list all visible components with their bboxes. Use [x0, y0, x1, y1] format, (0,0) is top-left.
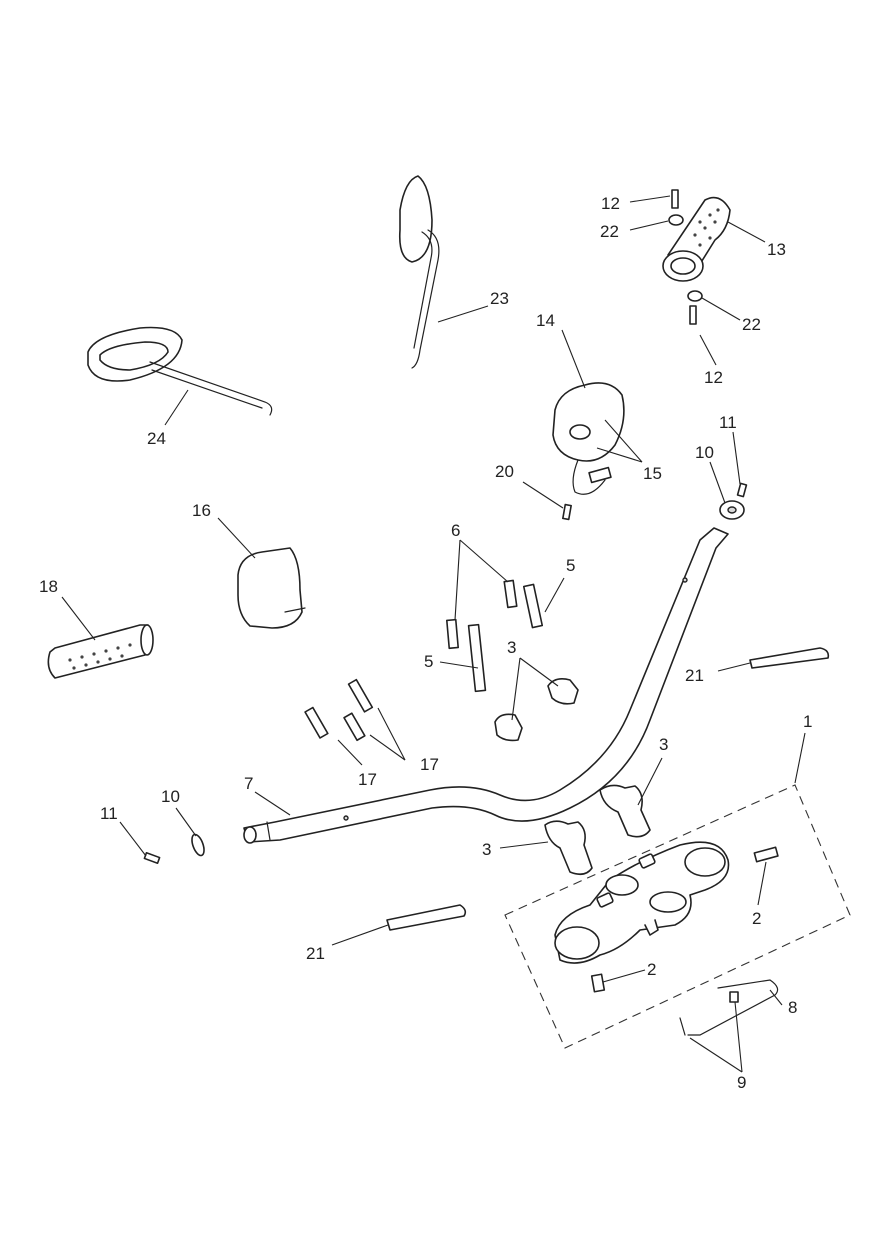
callout-7: 7: [244, 774, 253, 793]
callout-17b: 17: [358, 770, 377, 789]
bracket-part: [679, 979, 779, 1036]
top-yoke-part: [554, 841, 730, 964]
callout-21b: 21: [306, 944, 325, 963]
switch-housing-left: [237, 547, 306, 629]
callout-22a: 22: [600, 222, 619, 241]
handlebar-part: [243, 527, 729, 844]
callout-12b: 12: [704, 368, 723, 387]
callout-11a: 11: [100, 804, 118, 823]
callout-3b: 3: [659, 735, 668, 754]
callout-23: 23: [490, 289, 509, 308]
leader-lines: [61, 195, 806, 1073]
callout-3a: 3: [482, 840, 491, 859]
callout-22b: 22: [742, 315, 761, 334]
callout-10b: 10: [695, 443, 714, 462]
mirror-left: [87, 326, 273, 416]
callout-11b: 11: [719, 413, 737, 432]
callout-labels: 1 2 2 3 3 3 5 5 6 7 8 9 10 10 11 11 12 1…: [39, 194, 812, 1092]
callout-13: 13: [767, 240, 786, 259]
callout-9: 9: [737, 1073, 746, 1092]
callout-6: 6: [451, 521, 460, 540]
callout-8: 8: [788, 998, 797, 1017]
callout-18: 18: [39, 577, 58, 596]
callout-17a: 17: [420, 755, 439, 774]
callout-14: 14: [536, 311, 555, 330]
callout-1: 1: [803, 712, 812, 731]
grip-right: [662, 196, 731, 282]
callout-21a: 21: [685, 666, 704, 685]
callout-15: 15: [643, 464, 662, 483]
callout-12a: 12: [601, 194, 620, 213]
washer-part: [191, 214, 745, 857]
clamp-block-part: [494, 678, 651, 876]
callout-3c: 3: [507, 638, 516, 657]
mirror-right: [398, 175, 440, 369]
callout-5a: 5: [566, 556, 575, 575]
callout-24: 24: [147, 429, 166, 448]
grip-left: [47, 624, 154, 679]
callout-16: 16: [192, 501, 211, 520]
assembly-boundary: [504, 784, 851, 1049]
callout-10a: 10: [161, 787, 180, 806]
callout-2b: 2: [647, 960, 656, 979]
callout-20: 20: [495, 462, 514, 481]
callout-5b: 5: [424, 652, 433, 671]
cable-clip-part: [386, 647, 830, 931]
callout-2a: 2: [752, 909, 761, 928]
bolt-part: [143, 189, 779, 993]
switch-housing-right: [552, 382, 625, 495]
